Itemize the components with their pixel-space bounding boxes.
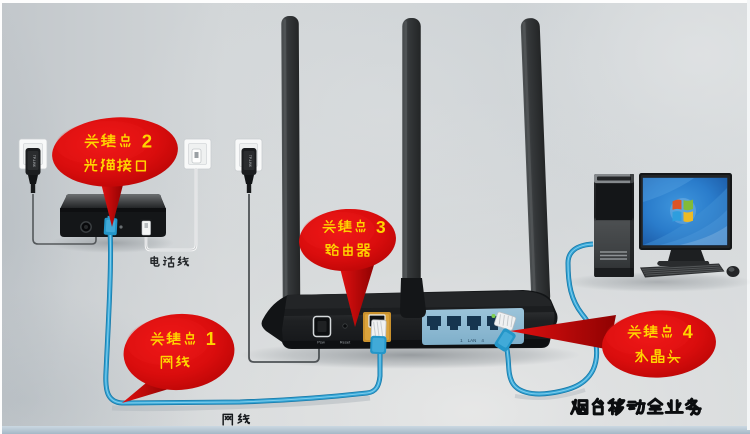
svg-text:2: 2 — [142, 131, 152, 152]
svg-text:1 LAN 4: 1 LAN 4 — [460, 338, 484, 343]
svg-text:Psw: Psw — [317, 340, 325, 345]
svg-text:1: 1 — [206, 329, 216, 349]
svg-text:TP-LINK: TP-LINK — [248, 155, 252, 168]
svg-text:Reset: Reset — [340, 340, 351, 345]
svg-text:4: 4 — [683, 322, 693, 342]
svg-text:TP-LINK: TP-LINK — [32, 155, 36, 168]
svg-text:3: 3 — [376, 217, 386, 237]
